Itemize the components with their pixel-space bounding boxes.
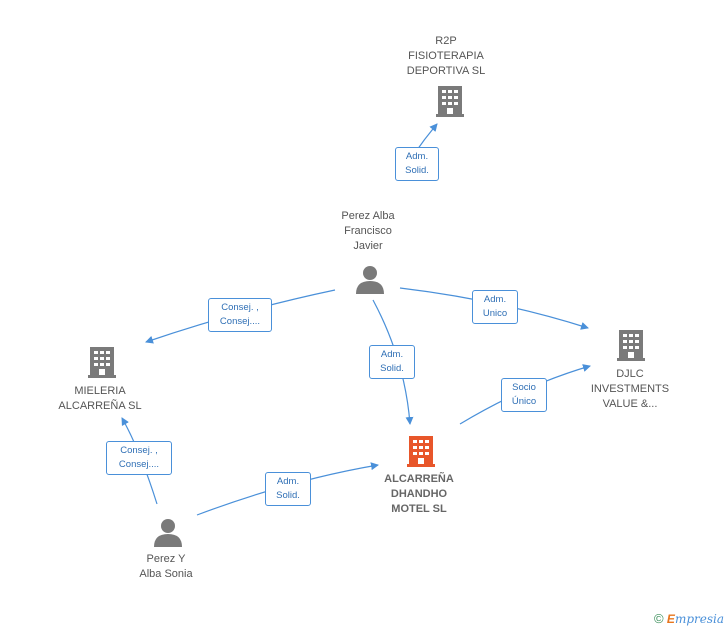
edge-label-adm-solid[interactable]: Adm. Solid. (265, 472, 311, 506)
label-line: INVESTMENTS (590, 383, 670, 395)
label-line: Perez Alba (341, 210, 395, 222)
label-line: MIELERIA (74, 385, 126, 397)
building-icon-highlight[interactable] (405, 434, 437, 468)
label-line: DEPORTIVA SL (406, 65, 486, 77)
edge-label-line: Solid. (380, 363, 404, 374)
label-line: DHANDHO (390, 488, 448, 500)
edge-label-adm-unico[interactable]: Adm. Unico (472, 290, 518, 324)
label-line: DJLC (616, 368, 644, 380)
label-line: Francisco (344, 225, 392, 237)
label-line: Perez Y (146, 553, 186, 565)
building-icon[interactable] (86, 345, 118, 379)
edge-label-line: Adm. (483, 294, 507, 305)
label-line: ALCARREÑA SL (58, 400, 142, 412)
empresia-brand: © Empresia (654, 611, 724, 626)
edge-label-line: Solid. (405, 165, 429, 176)
edge-label-line: Unico (482, 308, 508, 319)
edge-label-line: Consej. , (120, 445, 158, 456)
building-icon[interactable] (615, 328, 647, 362)
label-line: ALCARREÑA (384, 473, 454, 485)
label-line: Javier (353, 240, 383, 252)
label-line: FISIOTERAPIA (408, 50, 484, 62)
node-label-r2p[interactable]: R2P FISIOTERAPIA DEPORTIVA SL (390, 34, 502, 79)
edge-label-socio-unico[interactable]: Socio Único (501, 378, 547, 412)
copyright-symbol: © (653, 611, 664, 626)
person-icon[interactable] (152, 517, 184, 547)
label-line: Alba Sonia (139, 568, 193, 580)
edge-label-line: Consej.... (118, 459, 160, 470)
edge-label-line: Consej.... (219, 316, 261, 327)
edge-label-line: Socio (512, 382, 536, 393)
node-label-djlc[interactable]: DJLC INVESTMENTS VALUE &... (576, 367, 684, 412)
node-label-mieleria[interactable]: MIELERIA ALCARREÑA SL (44, 384, 156, 414)
brand-initial: E (666, 612, 675, 626)
building-icon[interactable] (434, 84, 466, 118)
brand-rest: mpresia (674, 612, 724, 626)
node-label-perez-alba[interactable]: Perez Alba Francisco Javier (316, 209, 420, 254)
edge-label-consej[interactable]: Consej. , Consej.... (208, 298, 272, 332)
node-label-alcarrena[interactable]: ALCARREÑA DHANDHO MOTEL SL (364, 472, 474, 517)
label-line: MOTEL SL (391, 503, 447, 515)
edge-label-line: Adm. (405, 151, 429, 162)
edge-label-line: Consej. , (221, 302, 259, 313)
edge-label-line: Único (511, 396, 537, 407)
edge-label-adm-solid[interactable]: Adm. Solid. (369, 345, 415, 379)
label-line: R2P (435, 35, 457, 47)
label-line: VALUE &... (602, 398, 658, 410)
node-label-perez-y[interactable]: Perez Y Alba Sonia (116, 552, 216, 582)
person-icon[interactable] (354, 264, 386, 294)
edge-label-line: Adm. (276, 476, 300, 487)
edge-label-consej[interactable]: Consej. , Consej.... (106, 441, 172, 475)
edge-label-line: Solid. (276, 490, 300, 501)
edge-label-line: Adm. (380, 349, 404, 360)
edge-label-adm-solid[interactable]: Adm. Solid. (395, 147, 439, 181)
